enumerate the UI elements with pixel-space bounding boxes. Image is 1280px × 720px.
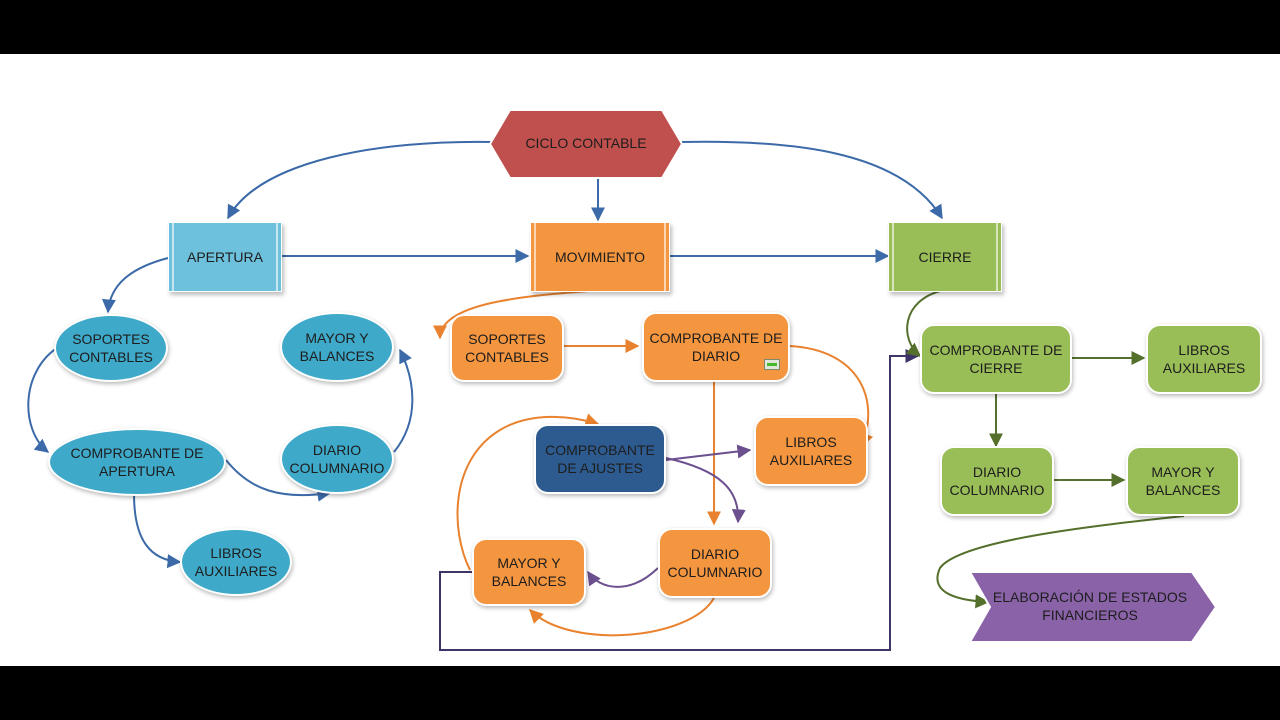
link-mayor-cierre (439, 349, 920, 651)
movimiento-node[interactable]: MOVIMIENTO (530, 222, 670, 292)
link-mayor-ajustes (456, 413, 600, 571)
apertura-comprobante-node[interactable]: COMPROBANTE DE APERTURA (48, 428, 226, 496)
link-diario-mayor (393, 348, 414, 453)
link-comprobante-diario (225, 459, 332, 502)
link-soportes-comprobante (27, 345, 61, 453)
link-comprobante-libros (133, 493, 182, 569)
root-hexagon (488, 109, 684, 179)
cierre-diario-node[interactable]: DIARIO COLUMNARIO (940, 446, 1054, 516)
root-label[interactable]: CICLO CONTABLE (525, 135, 647, 151)
movimiento-soportes-node[interactable]: SOPORTES CONTABLES (450, 314, 564, 382)
link-columnario-mayor-loop (529, 597, 715, 637)
link-ajustes-libros (665, 444, 752, 461)
movimiento-libros-node[interactable]: LIBROS AUXILIARES (754, 416, 868, 486)
link-ajustes-columnario (665, 457, 746, 524)
cierre-node[interactable]: CIERRE (888, 222, 1002, 292)
apertura-node[interactable]: APERTURA (168, 222, 282, 292)
cierre-libros-node[interactable]: LIBROS AUXILIARES (1146, 324, 1262, 394)
apertura-soportes-node[interactable]: SOPORTES CONTABLES (54, 314, 168, 382)
movimiento-mayor-node[interactable]: MAYOR Y BALANCES (472, 538, 586, 606)
link-cierre-comprobante (905, 289, 945, 357)
note-icon[interactable] (764, 359, 780, 370)
link-apertura-soportes (101, 257, 169, 314)
cierre-comprobante-node[interactable]: COMPROBANTE DE CIERRE (920, 324, 1072, 394)
movimiento-comprobante-diario-node[interactable]: COMPROBANTE DE DIARIO (642, 312, 790, 382)
link-root-apertura (227, 140, 493, 220)
cierre-mayor-node[interactable]: MAYOR Y BALANCES (1126, 446, 1240, 516)
apertura-libros-node[interactable]: LIBROS AUXILIARES (180, 528, 292, 596)
link-mayor-estados (936, 515, 1185, 609)
estados-shape (968, 571, 1218, 643)
apertura-diario-node[interactable]: DIARIO COLUMNARIO (280, 424, 394, 494)
link-columnario-mayor (587, 567, 659, 588)
link-root-cierre (681, 140, 943, 220)
cierre-estados-node[interactable]: ELABORACIÓN DE ESTADOS FINANCIEROS (992, 589, 1188, 623)
movimiento-diario-node[interactable]: DIARIO COLUMNARIO (658, 528, 772, 598)
apertura-mayor-node[interactable]: MAYOR Y BALANCES (280, 312, 394, 382)
movimiento-ajustes-node[interactable]: COMPROBANTE DE AJUSTES (534, 424, 666, 494)
